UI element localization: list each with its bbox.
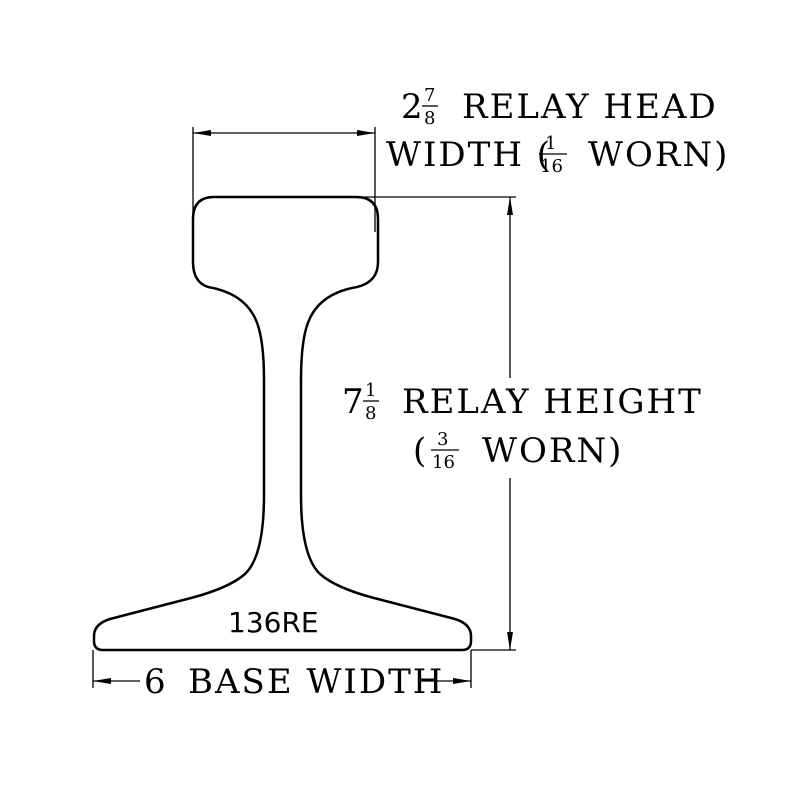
base-width-dimension [92, 650, 472, 688]
height-frac-num: 1 [365, 380, 376, 401]
head-width-whole: 2 [401, 87, 425, 127]
base-width-label: 6 BASE WIDTH [144, 662, 444, 702]
height-worn-num: 3 [437, 429, 448, 450]
height-line2-prefix: ( [413, 431, 428, 471]
height-whole: 7 [342, 382, 366, 422]
rail-profile-outline [92, 195, 473, 652]
head-width-label: 2 7 8 RELAY HEAD WIDTH ( 1 16 WORN) [386, 85, 729, 177]
height-line2-suffix: WORN) [482, 431, 623, 471]
head-width-frac-num: 7 [424, 85, 435, 106]
head-width-frac-den: 8 [424, 108, 435, 129]
height-label: 7 1 8 RELAY HEIGHT ( 3 16 WORN) [342, 380, 703, 473]
base-width-text: BASE WIDTH [188, 662, 444, 702]
head-width-worn-num: 1 [545, 133, 556, 154]
head-width-arrow-left [193, 130, 211, 136]
head-width-line2-prefix: WIDTH ( [386, 135, 552, 175]
base-width-arrow-right [453, 678, 471, 684]
rail-model-label: 136RE [228, 606, 319, 639]
height-line1-text: RELAY HEIGHT [402, 382, 703, 422]
base-width-whole: 6 [144, 662, 168, 702]
height-worn-den: 16 [432, 452, 455, 473]
height-arrow-top [507, 197, 513, 215]
height-arrow-bottom [507, 632, 513, 650]
height-frac-den: 8 [365, 403, 376, 424]
base-width-arrow-left [93, 678, 111, 684]
head-width-line2-suffix: WORN) [588, 135, 729, 175]
head-width-line1-text: RELAY HEAD [462, 87, 718, 127]
head-width-arrow-right [357, 130, 375, 136]
head-width-worn-den: 16 [540, 156, 563, 177]
height-dimension [340, 196, 516, 651]
head-width-dimension [192, 127, 376, 255]
